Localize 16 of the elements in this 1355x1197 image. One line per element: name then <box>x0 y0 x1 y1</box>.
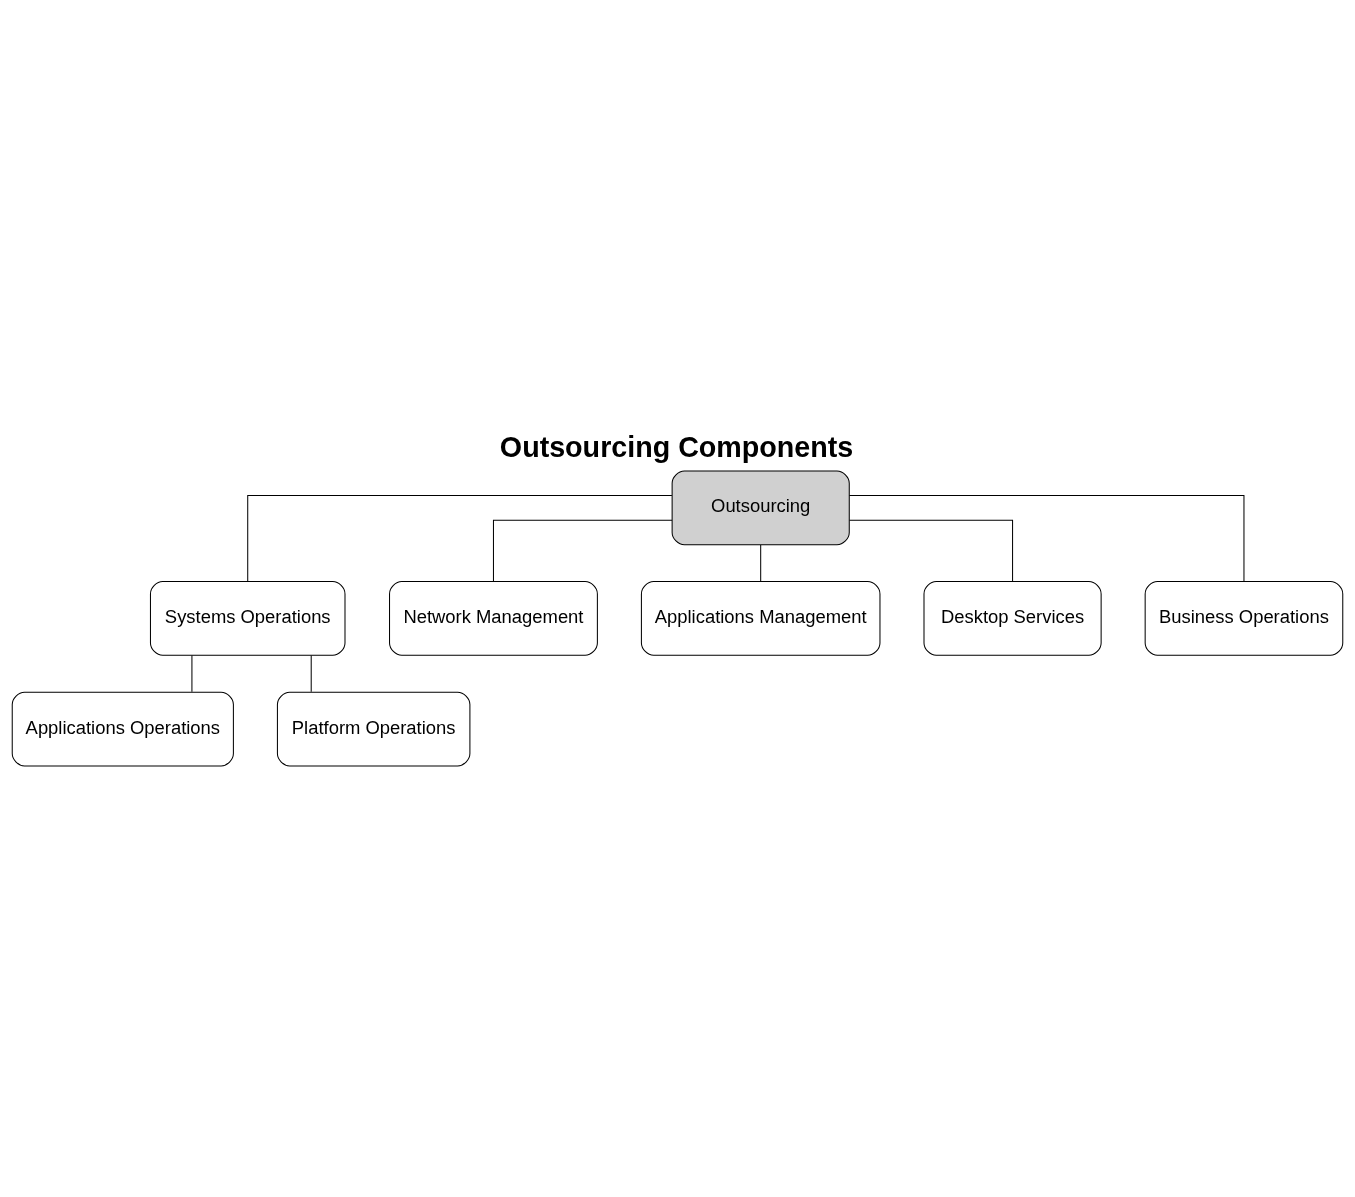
node-box: Applications Management <box>640 581 881 656</box>
connector <box>849 519 1014 583</box>
connector <box>191 655 193 693</box>
node-box: Platform Operations <box>276 691 471 767</box>
node-box: Business Operations <box>1144 581 1344 656</box>
connector <box>492 519 673 583</box>
node-box: Systems Operations <box>149 581 346 656</box>
connector <box>848 495 1245 583</box>
connector <box>760 544 762 582</box>
node-box: Network Management <box>389 581 598 656</box>
node-box: Desktop Services <box>923 581 1102 656</box>
connector <box>247 495 673 583</box>
diagram-title: Outsourcing Components <box>499 431 854 464</box>
node-box: Outsourcing <box>671 470 850 546</box>
node-box: Applications Operations <box>11 691 234 767</box>
connector <box>310 655 312 693</box>
